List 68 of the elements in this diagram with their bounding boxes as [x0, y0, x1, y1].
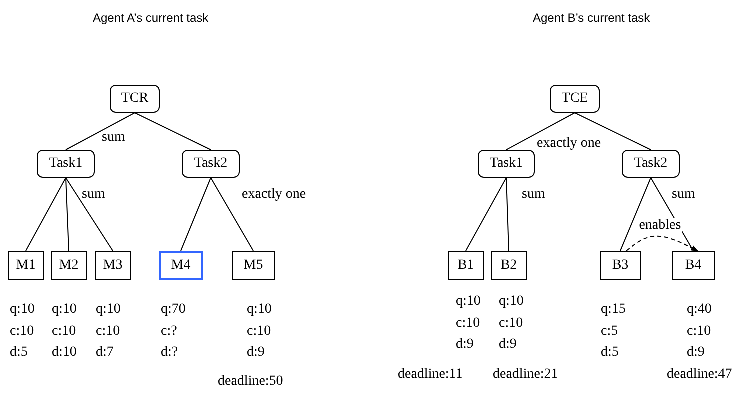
arrow [626, 236, 698, 252]
task-box: Task2 [182, 150, 240, 178]
attribute-text: d:9 [499, 337, 517, 353]
attribute-text: c:10 [247, 324, 272, 340]
connector-line [26, 178, 66, 252]
attribute-text: q:15 [601, 302, 626, 318]
attribute-text: q:10 [456, 294, 481, 310]
attribute-text: d:9 [456, 337, 474, 353]
connector-line [210, 178, 254, 252]
method-box: M1 [8, 251, 44, 280]
connector-line [620, 178, 652, 252]
method-box: B1 [448, 251, 484, 280]
attribute-text: q:70 [161, 302, 186, 318]
attribute-text: q:10 [247, 302, 272, 318]
connector-line [66, 178, 70, 252]
task-box: TCE [550, 85, 600, 113]
attribute-text: d:7 [96, 345, 114, 361]
attribute-text: d:9 [687, 345, 705, 361]
task-box: TCR [110, 85, 160, 113]
attribute-text: q:10 [96, 302, 121, 318]
method-box: M4 [159, 251, 203, 280]
task-box: Task1 [37, 150, 95, 178]
qaf-label: sum [82, 187, 106, 203]
method-box: B2 [491, 251, 527, 280]
attribute-text: d:5 [601, 345, 619, 361]
attribute-text: q:40 [687, 302, 712, 318]
connector-line [180, 178, 212, 252]
attribute-text: q:10 [10, 302, 35, 318]
deadline-text: deadline:50 [218, 374, 284, 390]
heading: Agent B’s current task [533, 10, 650, 26]
qaf-label: exactly one [537, 136, 602, 152]
connector-line [506, 112, 576, 150]
deadline-text: deadline:11 [398, 367, 463, 383]
attribute-text: c:10 [687, 324, 712, 340]
connector-line [506, 178, 510, 252]
qaf-label: sum [102, 130, 126, 146]
attribute-text: c:10 [96, 324, 120, 340]
qaf-label: sum [522, 187, 546, 203]
qaf-label: exactly one [242, 187, 306, 203]
attribute-text: c:5 [601, 324, 618, 340]
deadline-text: deadline:47 [667, 367, 732, 383]
method-box: B4 [672, 251, 715, 280]
connector-line [66, 178, 114, 252]
attribute-text: c:? [161, 324, 178, 340]
edge-label: enables [638, 218, 682, 234]
task-box: Task1 [478, 150, 535, 178]
attribute-text: c:10 [52, 324, 76, 340]
attribute-text: c:10 [456, 316, 480, 332]
attribute-text: d:? [161, 345, 178, 361]
qaf-label: sum [672, 187, 696, 203]
task-box: Task2 [622, 150, 680, 178]
attribute-text: c:10 [499, 316, 524, 332]
method-box: M2 [51, 251, 87, 280]
attribute-text: d:9 [247, 345, 265, 361]
connector-line [134, 112, 212, 150]
method-box: M3 [95, 251, 131, 280]
attribute-text: d:5 [10, 345, 28, 361]
attribute-text: q:10 [499, 294, 524, 310]
connector-line [466, 178, 507, 252]
attribute-text: c:10 [10, 324, 34, 340]
connector-line [66, 112, 136, 150]
heading: Agent A’s current task [93, 10, 209, 26]
deadline-text: deadline:21 [493, 367, 558, 383]
method-box: B3 [600, 251, 641, 280]
connector-line [574, 112, 652, 150]
attribute-text: q:10 [52, 302, 77, 318]
method-box: M5 [232, 251, 275, 280]
attribute-text: d:10 [52, 345, 77, 361]
